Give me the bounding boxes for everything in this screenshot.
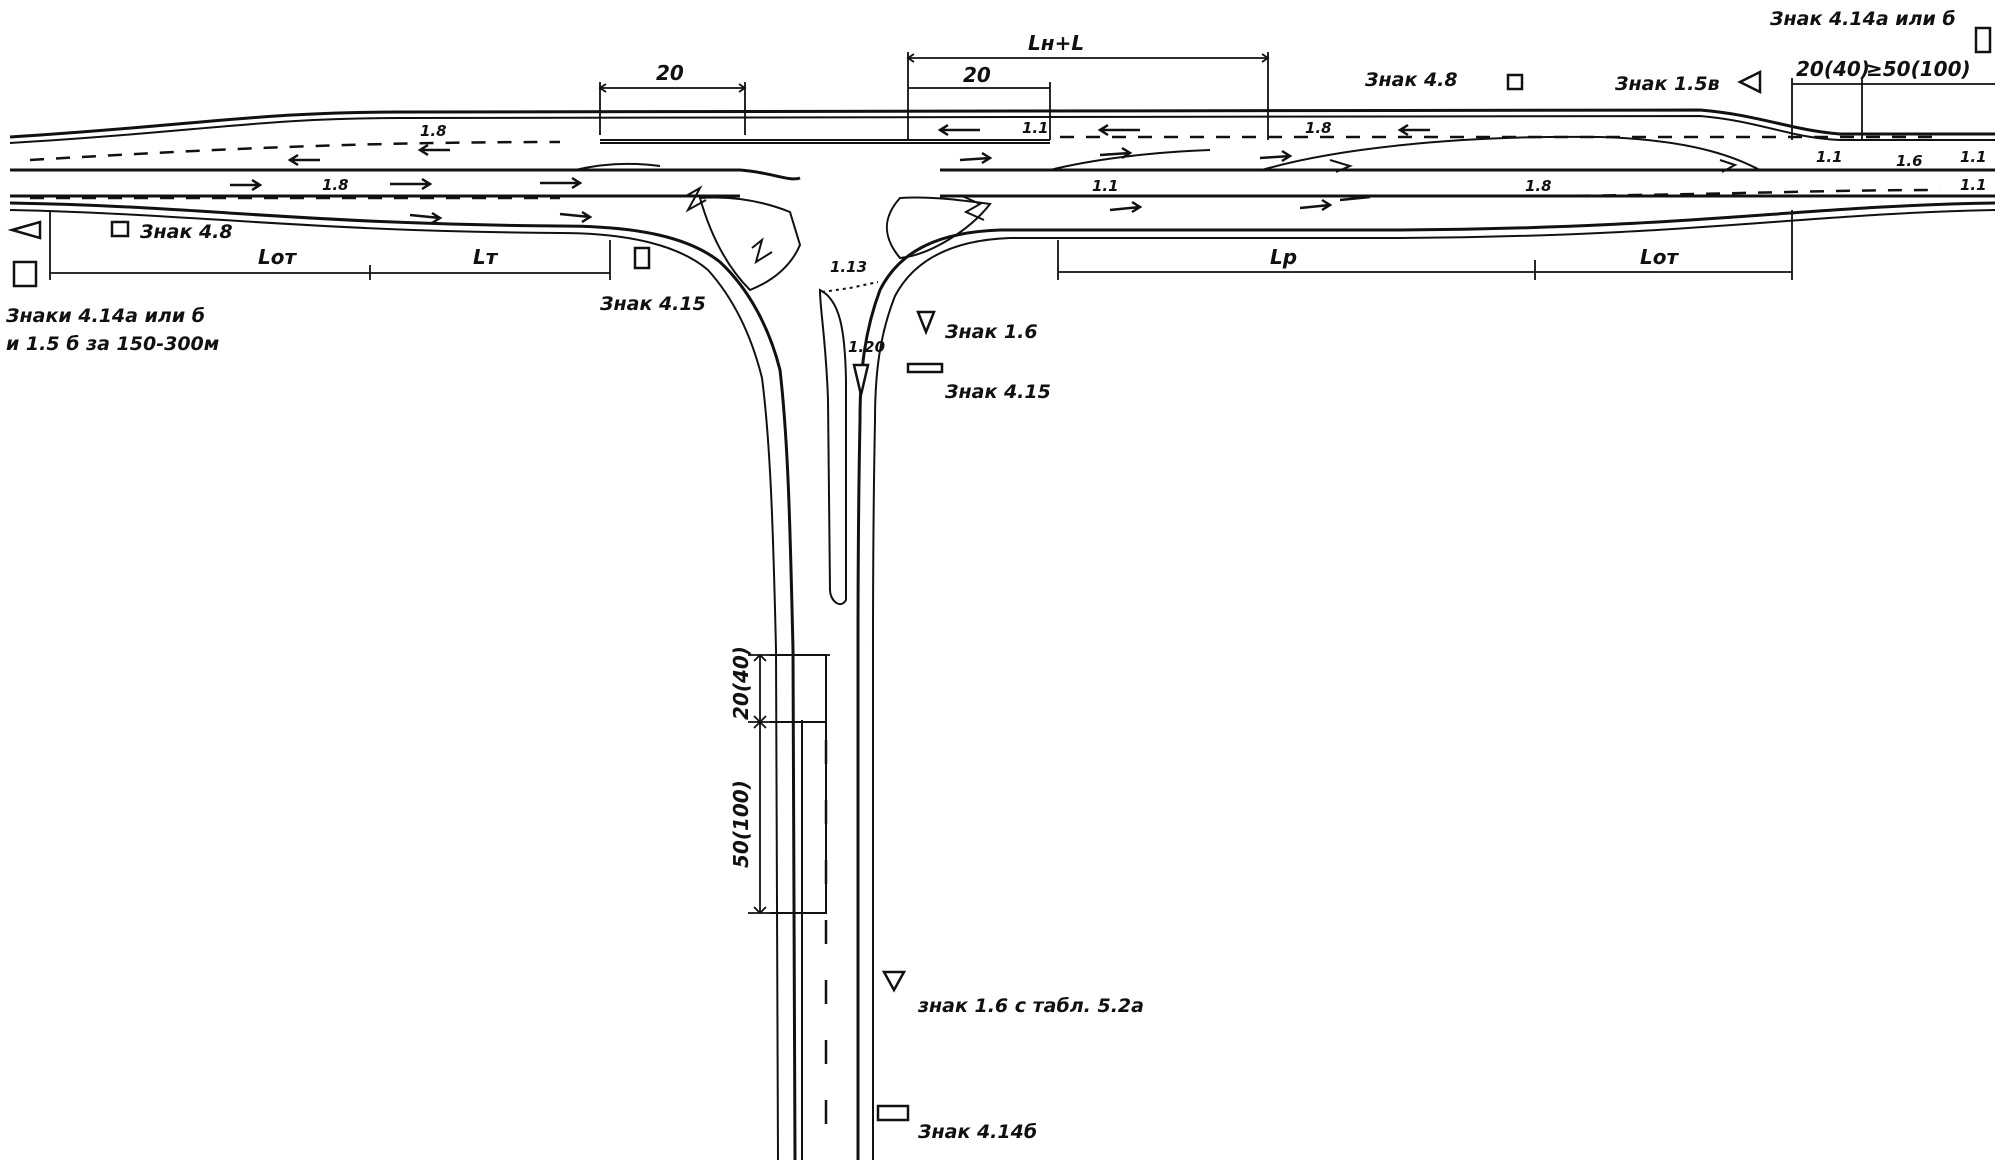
marking-18-c: 1.8 [322, 176, 349, 194]
sign-16-tabl-icon [881, 970, 907, 993]
dim-50-100-vert: 50(100) [729, 780, 753, 868]
sign-414-left-icon [12, 260, 38, 288]
sign-labels: Знак 4.14а или б Знак 4.8 Знак 1.5в Знак… [5, 8, 1956, 1143]
marking-18-a: 1.8 [420, 122, 447, 140]
sign-48-top-icon [1506, 73, 1524, 91]
dim-ln-plus-l: Lн+L [1028, 31, 1084, 55]
arrow-12 [1099, 146, 1133, 160]
marking-18-d: 1.8 [1525, 177, 1552, 195]
dim-20-mid: 20 [963, 63, 991, 87]
marking-labels: 1.8 1.1 1.8 1.8 1.1 1.8 1.1 1.6 1.1 1.1 … [322, 119, 1987, 356]
dim-l-ot-right: Lот [1640, 245, 1679, 269]
label-sign-48-left: Знак 4.8 [139, 221, 233, 243]
dim-50-100-top: ≥50(100) [1866, 57, 1971, 81]
main-road [9, 108, 1996, 1161]
dim-l-t: Lт [473, 245, 499, 269]
label-signs-left-line2: и 1.5 б за 150-300м [6, 333, 219, 355]
arrow-9 [1097, 123, 1140, 137]
label-signs-left-line1: Знаки 4.14а или б [5, 305, 205, 327]
arrow-4 [409, 211, 443, 225]
marking-11-a: 1.1 [1022, 119, 1049, 137]
marking-11-e: 1.1 [1960, 176, 1987, 194]
marking-11-c: 1.1 [1816, 148, 1843, 166]
sign-414b-icon [876, 1104, 910, 1122]
sign-left-arrow-icon [7, 220, 42, 240]
marking-16: 1.6 [1896, 152, 1923, 170]
marking-113: 1.13 [830, 258, 867, 276]
sign-48-left-icon [110, 220, 130, 238]
dim-20-left: 20 [656, 61, 684, 85]
label-sign-48-top: Знак 4.8 [1364, 69, 1458, 91]
arrow-14 [1109, 200, 1143, 214]
dimension-lines [49, 52, 1995, 915]
islands [574, 149, 1738, 606]
arrow-2 [390, 177, 433, 191]
sign-415-left-icon [633, 246, 651, 270]
marking-18-b: 1.8 [1305, 119, 1332, 137]
dim-l-ot-left: Lот [258, 245, 297, 269]
sign-symbols [7, 26, 1992, 1122]
label-sign-15v: Знак 1.5в [1614, 73, 1720, 95]
label-top-right-414: Знак 4.14а или б [1769, 8, 1956, 30]
sign-15v-icon [1737, 69, 1762, 95]
arrow-10 [1397, 123, 1430, 137]
arrow-15 [1299, 198, 1333, 212]
arrow-13 [1259, 149, 1293, 163]
arrow-6 [287, 153, 320, 167]
arrow-7 [417, 143, 450, 157]
arrow-5 [559, 210, 593, 224]
arrow-11 [959, 151, 993, 165]
sign-415-right-icon [906, 362, 944, 374]
marking-11-b: 1.1 [1092, 177, 1119, 195]
sign-120-icon [852, 363, 870, 396]
sign-414-top-right-icon [1974, 26, 1992, 54]
arrow-8 [937, 123, 980, 137]
dimension-labels: 20 Lн+L 20 20(40) ≥50(100) Lот Lт Lр Lот… [258, 31, 1971, 868]
dim-20-40-vert: 20(40) [729, 646, 753, 720]
arrow-1 [230, 178, 263, 192]
label-sign-415-left: Знак 4.15 [599, 293, 706, 315]
marking-11-d: 1.1 [1960, 148, 1987, 166]
direction-arrows [230, 123, 1430, 225]
label-sign-16-tabl: знак 1.6 с табл. 5.2а [917, 995, 1144, 1017]
label-sign-16: Знак 1.6 [944, 321, 1038, 343]
sign-16-icon [916, 310, 936, 336]
label-sign-415-right: Знак 4.15 [944, 381, 1051, 403]
dim-20-40-top: 20(40) [1796, 57, 1870, 81]
dim-l-p: Lр [1270, 245, 1297, 269]
arrow-3 [540, 176, 583, 190]
label-sign-414b: Знак 4.14б [917, 1121, 1037, 1143]
marking-120: 1.20 [848, 338, 885, 356]
